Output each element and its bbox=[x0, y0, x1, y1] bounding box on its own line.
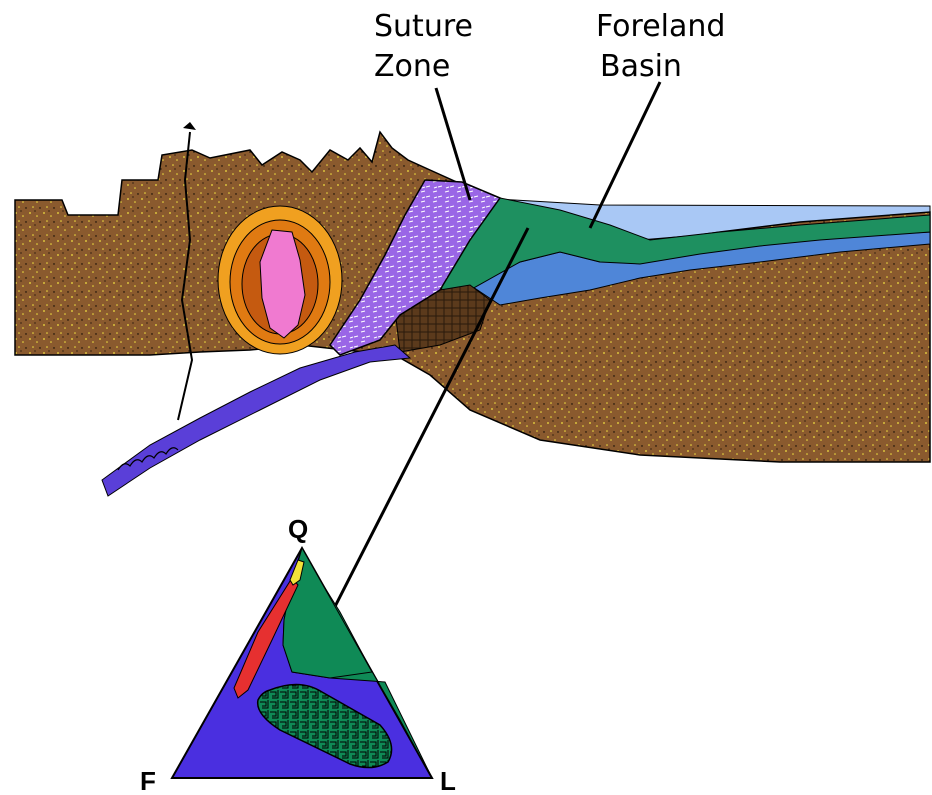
ternary-apex-q: Q bbox=[288, 514, 308, 544]
subducting-slab bbox=[102, 345, 410, 496]
foreland-basin-label-line1: Foreland bbox=[596, 9, 725, 44]
foreland-basin-label-line2: Basin bbox=[600, 49, 682, 84]
suture-zone-label-line2: Zone bbox=[374, 49, 450, 84]
suture-zone-label-line1: Suture bbox=[374, 9, 473, 44]
ternary-apex-f: F bbox=[140, 766, 156, 795]
qfl-ternary-diagram: Q F L bbox=[140, 514, 456, 795]
ternary-apex-l: L bbox=[440, 766, 456, 795]
